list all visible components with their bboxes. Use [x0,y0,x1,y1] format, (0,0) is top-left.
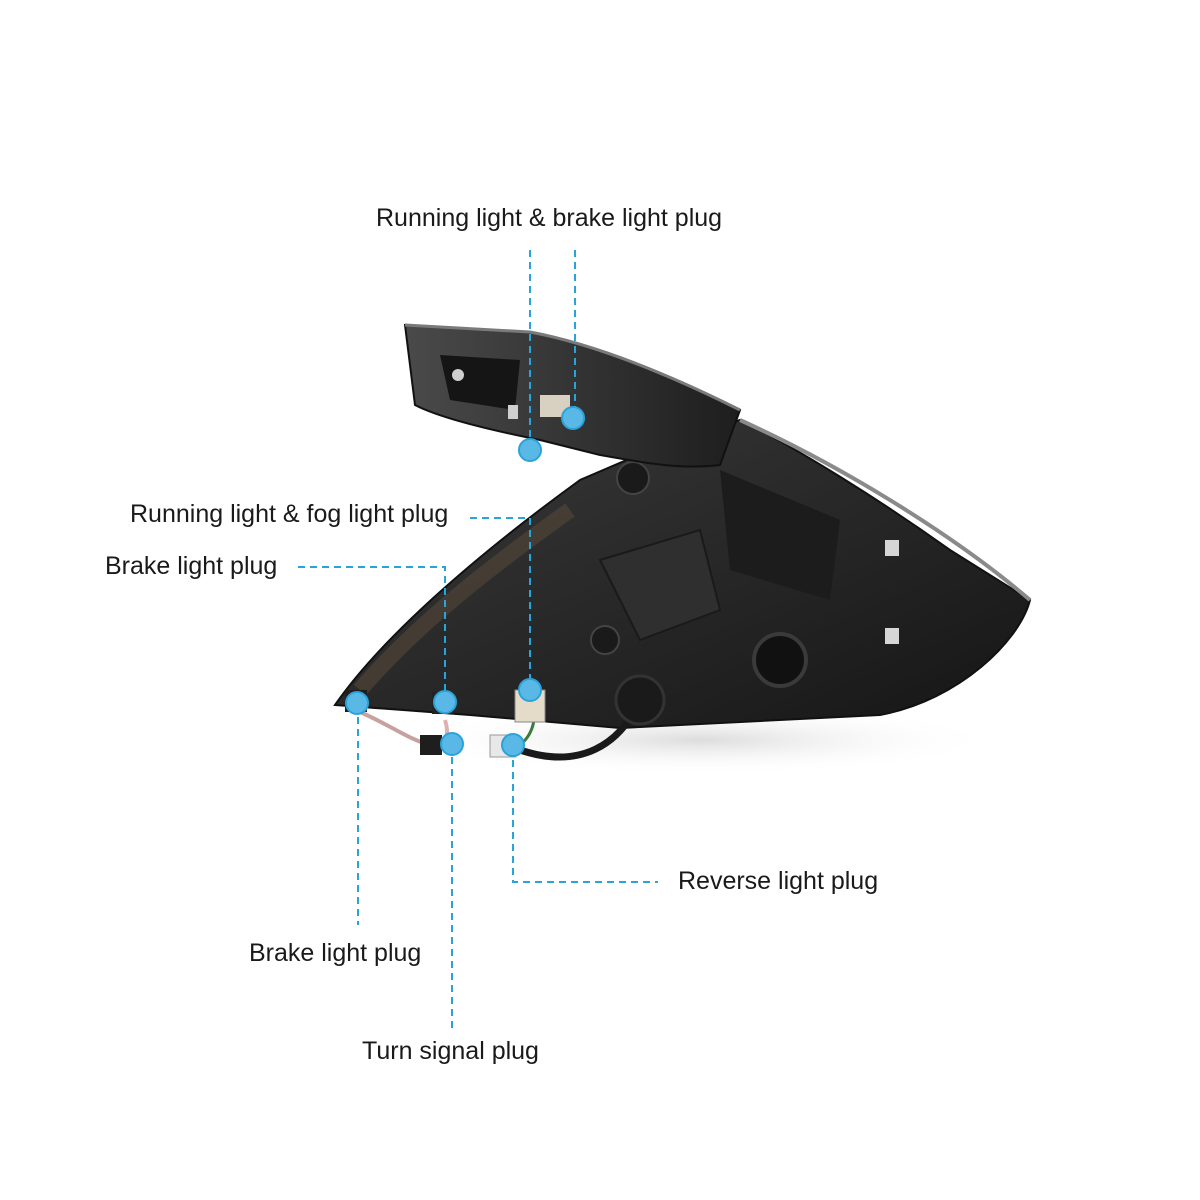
wiring-harness [345,674,666,761]
label-turn-signal-plug: Turn signal plug [362,1037,539,1065]
callout-lines [298,250,658,1028]
dot-running-fog [518,678,542,702]
label-running-brake-plug: Running light & brake light plug [376,204,723,232]
dot-reverse [501,733,525,757]
label-running-fog-plug: Running light & fog light plug [130,500,449,528]
dot-running-brake-right [561,406,585,430]
label-reverse-plug: Reverse light plug [678,867,879,895]
dot-brake-upper [433,690,457,714]
dot-running-brake-left [518,438,542,462]
upper-lamp-housing [403,323,742,468]
leader-brake-upper [298,566,446,700]
callout-dots [345,406,585,757]
dot-turn-signal [440,732,464,756]
lower-lamp-housing [333,418,1032,730]
dot-brake-lower [345,691,369,715]
label-brake-plug-upper: Brake light plug [105,552,278,580]
leader-reverse [512,748,658,883]
label-brake-plug-lower: Brake light plug [249,939,422,967]
leader-running-fog [470,517,531,690]
